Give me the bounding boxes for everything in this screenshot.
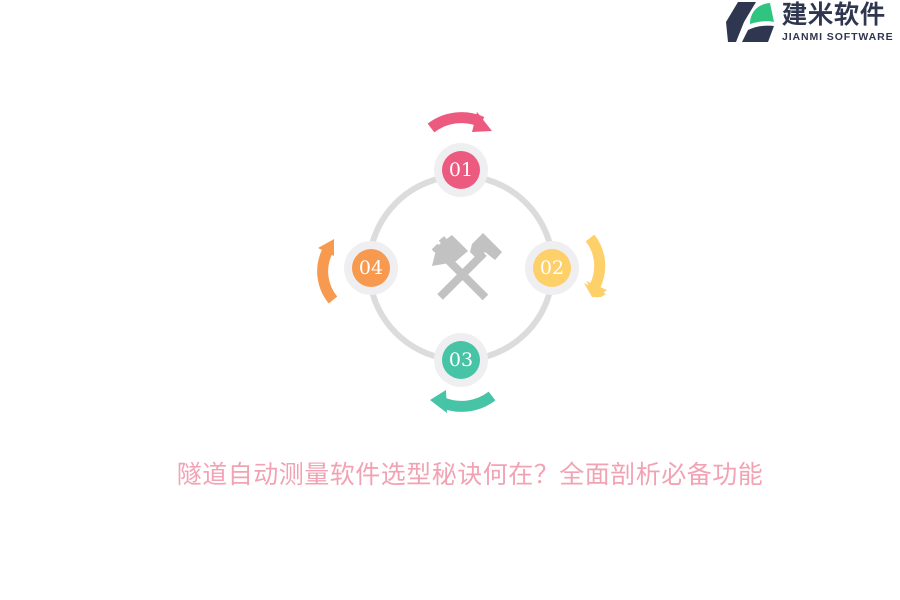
brand-name-en: JIANMI SOFTWARE [782, 31, 894, 43]
arrow-left-icon [317, 239, 338, 304]
arrow-top-icon [427, 112, 492, 133]
page-headline: 隧道自动测量软件选型秘诀何在？全面剖析必备功能 [176, 460, 764, 489]
step-node-01 [434, 143, 488, 197]
step-label-02: 02 [539, 257, 565, 279]
arrow-right-icon [584, 234, 607, 298]
brand-logo: 建米软件 JIANMI SOFTWARE [726, 0, 900, 48]
step-label-04: 04 [358, 257, 384, 279]
step-label-03: 03 [448, 349, 474, 371]
step-node-03 [434, 333, 488, 387]
step-node-02 [525, 241, 579, 295]
step-node-04 [344, 241, 398, 295]
step-label-01: 01 [448, 159, 474, 181]
arrow-bottom-icon [430, 390, 496, 413]
jianmi-logo-icon [726, 2, 774, 42]
brand-name-cn: 建米软件 [782, 1, 887, 29]
crossed-hammers-icon [431, 233, 502, 301]
